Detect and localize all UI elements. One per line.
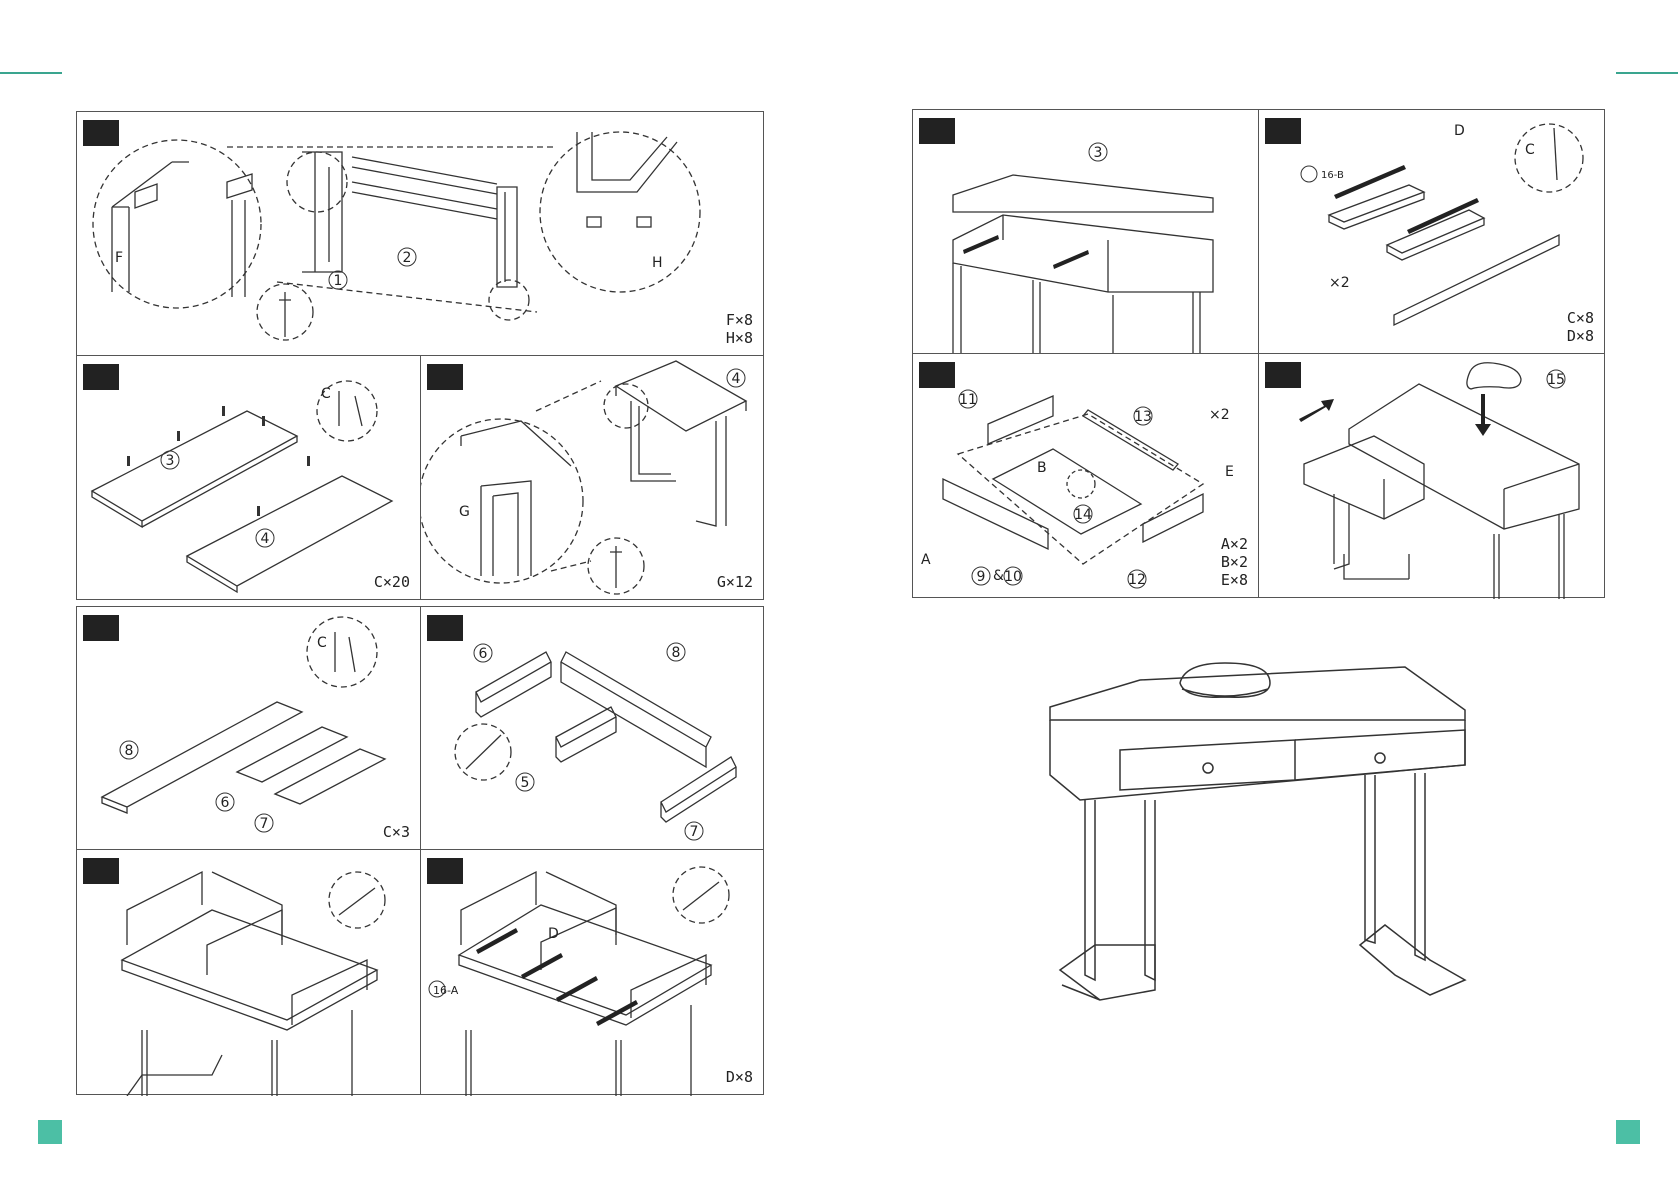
step-3-panel: 4 G G×12 [420, 355, 764, 600]
hardware-letter: C [317, 635, 327, 651]
part-callout: 10 [1004, 569, 1022, 585]
step-4-panel: 8 6 7 C C×3 [76, 606, 421, 850]
drawer-side-11 [988, 396, 1053, 444]
step-3-illustration: 4 G [421, 356, 765, 601]
part-callout: 4 [261, 531, 270, 547]
cushion [1180, 663, 1270, 697]
panel-4-outline [187, 476, 392, 592]
part-callout: 1 [334, 273, 343, 289]
part-callout: 7 [260, 816, 269, 832]
hardware-letter: E [1225, 464, 1234, 480]
cushion-15 [1467, 363, 1521, 389]
step-1-panel: 1 2 F H F×8 H×8 [76, 111, 764, 356]
part-callout: 11 [959, 392, 977, 408]
step-6-panel [76, 849, 421, 1095]
desktop-3-outline [953, 175, 1213, 212]
hardware-quantity: G×12 [717, 573, 753, 591]
step-4-illustration: 8 6 7 C [77, 607, 422, 851]
step-10-panel: 11 13 9 & 10 12 14 B A E ×2 A×2 B×2 E×8 [912, 353, 1259, 598]
hardware-letter: D [1454, 123, 1465, 139]
step-11-illustration: 15 [1259, 354, 1606, 599]
part-callout: 8 [672, 645, 681, 661]
detail-circle-foot [489, 280, 529, 320]
part-callout: 3 [166, 453, 175, 469]
hardware-quantity: D×8 [726, 1068, 753, 1086]
hardware-letter: B [1037, 460, 1047, 476]
step-2-illustration: 3 4 C [77, 356, 422, 601]
detail-circle-bolts [93, 140, 261, 308]
part-callout: 7 [690, 824, 699, 840]
multiplier-label: ×2 [1329, 275, 1350, 291]
part-callout: 5 [521, 775, 530, 791]
open-drawer [1304, 436, 1424, 519]
drawer-box [1050, 720, 1465, 800]
part-callout: 13 [1134, 409, 1152, 425]
part-callout: 14 [1074, 507, 1092, 523]
step-6-illustration [77, 850, 422, 1096]
step-9-panel: D C 16-B ×2 C×8 D×8 [1258, 109, 1605, 354]
rail-6-outline [237, 727, 347, 782]
part-callout: 6 [479, 646, 488, 662]
top-left-rule [0, 72, 62, 74]
drawer-right [1295, 730, 1465, 780]
step-2-panel: 3 4 C C×20 [76, 355, 421, 600]
hardware-quantity: C×3 [383, 823, 410, 841]
hardware-letter: D [548, 926, 559, 942]
bottom-right-page-marker [1616, 1120, 1640, 1144]
step-7-panel: D 16-A D×8 [420, 849, 764, 1095]
part-callout: 3 [1094, 145, 1103, 161]
bottom-left-page-marker [38, 1120, 62, 1144]
hardware-quantity: A×2 B×2 E×8 [1221, 535, 1248, 589]
rail-7-outline [275, 749, 385, 804]
step-5-illustration: 6 8 5 7 [421, 607, 765, 851]
hardware-quantity: C×8 D×8 [1567, 309, 1594, 345]
part-callout: 2 [403, 250, 412, 266]
detail-circle-top [287, 152, 347, 212]
amp-label: & [993, 568, 1004, 584]
part-callout: 12 [1128, 572, 1146, 588]
hardware-letter: 16-B [1321, 170, 1344, 181]
hardware-letter: C [1525, 142, 1535, 158]
part-callout: 15 [1547, 372, 1565, 388]
part-callout: 6 [221, 795, 230, 811]
step-8-panel: 3 [912, 109, 1259, 354]
hardware-quantity: C×20 [374, 573, 410, 591]
drawer-front-9-10 [943, 479, 1048, 549]
finished-desk-illustration [1040, 655, 1480, 1035]
part-callout: 8 [125, 743, 134, 759]
step-8-illustration: 3 [913, 110, 1260, 355]
panel-3-outline [92, 411, 297, 527]
top-right-rule [1616, 72, 1678, 74]
hardware-letter: F [115, 250, 123, 266]
rail-7-outline [661, 757, 736, 822]
hardware-letter: G [459, 504, 470, 520]
detail-circle-levelers [540, 132, 700, 292]
step-5-panel: 6 8 5 7 [420, 606, 764, 850]
part-callout: 4 [732, 371, 741, 387]
multiplier-label: ×2 [1209, 407, 1230, 423]
step-9-illustration: D C 16-B ×2 [1259, 110, 1606, 355]
part-callout: 9 [977, 569, 986, 585]
rail-5-outline [556, 707, 616, 762]
step-10-illustration: 11 13 9 & 10 12 14 B A E ×2 [913, 354, 1260, 599]
step-11-panel: 15 [1258, 353, 1605, 598]
hardware-letter: A [921, 552, 931, 568]
hardware-letter: C [321, 386, 331, 402]
hardware-letter: H [652, 255, 663, 271]
step-1-illustration: 1 2 F H [77, 112, 765, 357]
hardware-letter: 16-A [433, 984, 459, 997]
drawer-bottom-14 [993, 449, 1141, 534]
hardware-quantity: F×8 H×8 [726, 311, 753, 347]
desktop-top [1050, 667, 1465, 720]
step-7-illustration: D 16-A [421, 850, 765, 1096]
